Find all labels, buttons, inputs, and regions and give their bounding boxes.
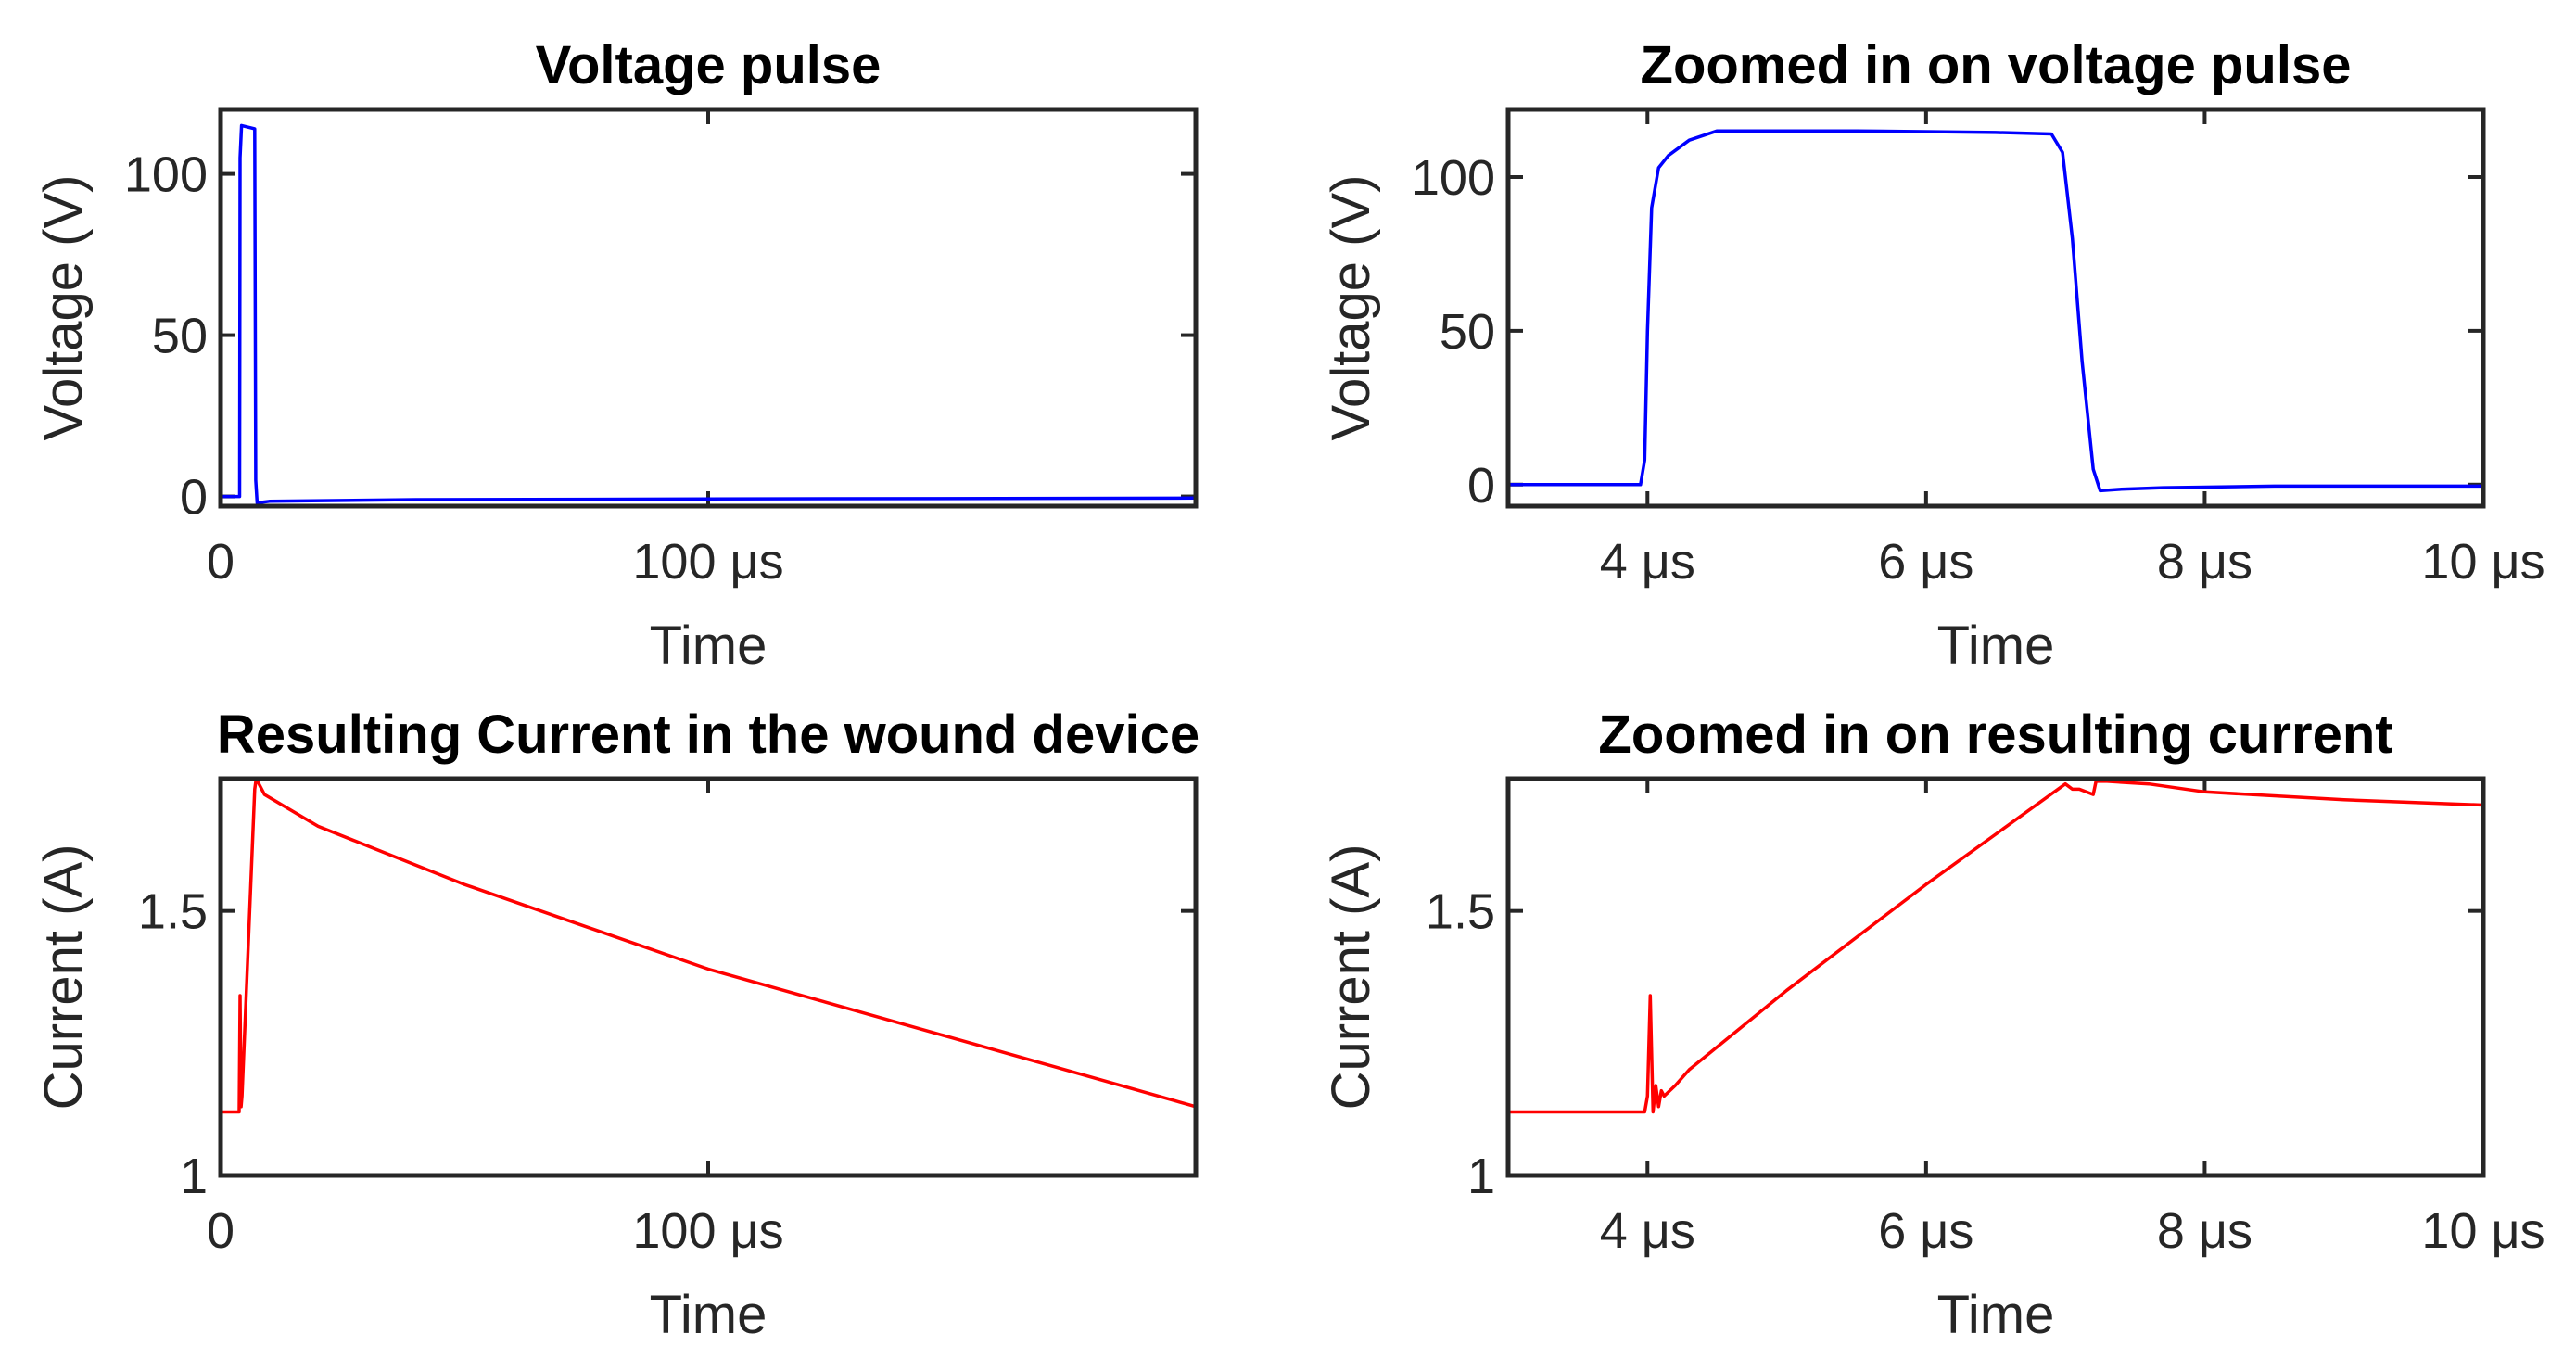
- y-tick-label: 1.5: [1426, 884, 1495, 940]
- axes-frame: [218, 776, 1199, 1178]
- x-tick-label: 4 μs: [1600, 534, 1695, 590]
- x-tick-label: 8 μs: [2157, 534, 2252, 590]
- panel-title: Zoomed in on resulting current: [1598, 705, 2392, 765]
- panel-zoomed-voltage-pulse: Zoomed in on voltage pulse Time Voltage …: [1321, 35, 2545, 676]
- x-tick-label: 4 μs: [1600, 1203, 1695, 1259]
- y-tick-label: 1.5: [138, 884, 208, 940]
- x-axis-label: Time: [1937, 1285, 2055, 1345]
- y-tick-label: 0: [180, 470, 208, 526]
- series-line-0: [1508, 129, 2483, 493]
- panel-title: Zoomed in on voltage pulse: [1641, 35, 2352, 95]
- panel-resulting-current: Resulting Current in the wound device Ti…: [33, 705, 1199, 1345]
- tick-group: 4 μs 6 μs 8 μs 10 μs 0 50 100: [1412, 109, 2545, 590]
- y-tick-label: 50: [152, 309, 208, 364]
- x-tick-label: 100 μs: [632, 534, 783, 590]
- y-tick-label: 100: [124, 147, 208, 203]
- panel-zoomed-current: Zoomed in on resulting current Time Curr…: [1321, 705, 2545, 1345]
- tick-group: 4 μs 6 μs 8 μs 10 μs 1 1.5: [1426, 779, 2545, 1259]
- axes-frame: [218, 107, 1199, 509]
- y-tick-label: 1: [1467, 1149, 1495, 1204]
- panel-title: Resulting Current in the wound device: [217, 705, 1199, 765]
- x-axis-label: Time: [650, 616, 768, 676]
- x-tick-label: 6 μs: [1878, 1203, 1973, 1259]
- x-axis-label: Time: [1937, 616, 2055, 676]
- y-axis-label: Current (A): [1321, 844, 1381, 1111]
- axes-frame: [1505, 776, 2486, 1178]
- series-group: [1508, 129, 2483, 493]
- x-tick-label: 10 μs: [2421, 1203, 2544, 1259]
- y-axis-label: Voltage (V): [33, 175, 94, 441]
- x-tick-label: 100 μs: [632, 1203, 783, 1259]
- axes-frame: [1505, 107, 2486, 509]
- x-tick-label: 6 μs: [1878, 534, 1973, 590]
- y-tick-label: 100: [1412, 150, 1495, 206]
- y-axis-label: Voltage (V): [1321, 175, 1381, 441]
- series-group: [221, 123, 1197, 505]
- x-tick-label: 8 μs: [2157, 1203, 2252, 1259]
- panel-title: Voltage pulse: [536, 35, 882, 95]
- series-group: [1508, 780, 2484, 1114]
- panel-voltage-pulse: Voltage pulse Time Voltage (V) 0 100 μs 0 5…: [33, 35, 1199, 676]
- tick-group: 0 100 μs 0 50 100: [124, 109, 1196, 590]
- x-axis-label: Time: [650, 1285, 768, 1345]
- x-tick-label: 0: [207, 1203, 235, 1259]
- x-tick-label: 0: [207, 534, 235, 590]
- series-line-0: [1508, 780, 2484, 1114]
- y-axis-label: Current (A): [33, 844, 94, 1111]
- y-tick-label: 50: [1440, 304, 1495, 360]
- x-tick-label: 10 μs: [2421, 534, 2544, 590]
- y-tick-label: 0: [1467, 458, 1495, 514]
- series-line-0: [221, 123, 1197, 505]
- y-tick-label: 1: [180, 1149, 208, 1204]
